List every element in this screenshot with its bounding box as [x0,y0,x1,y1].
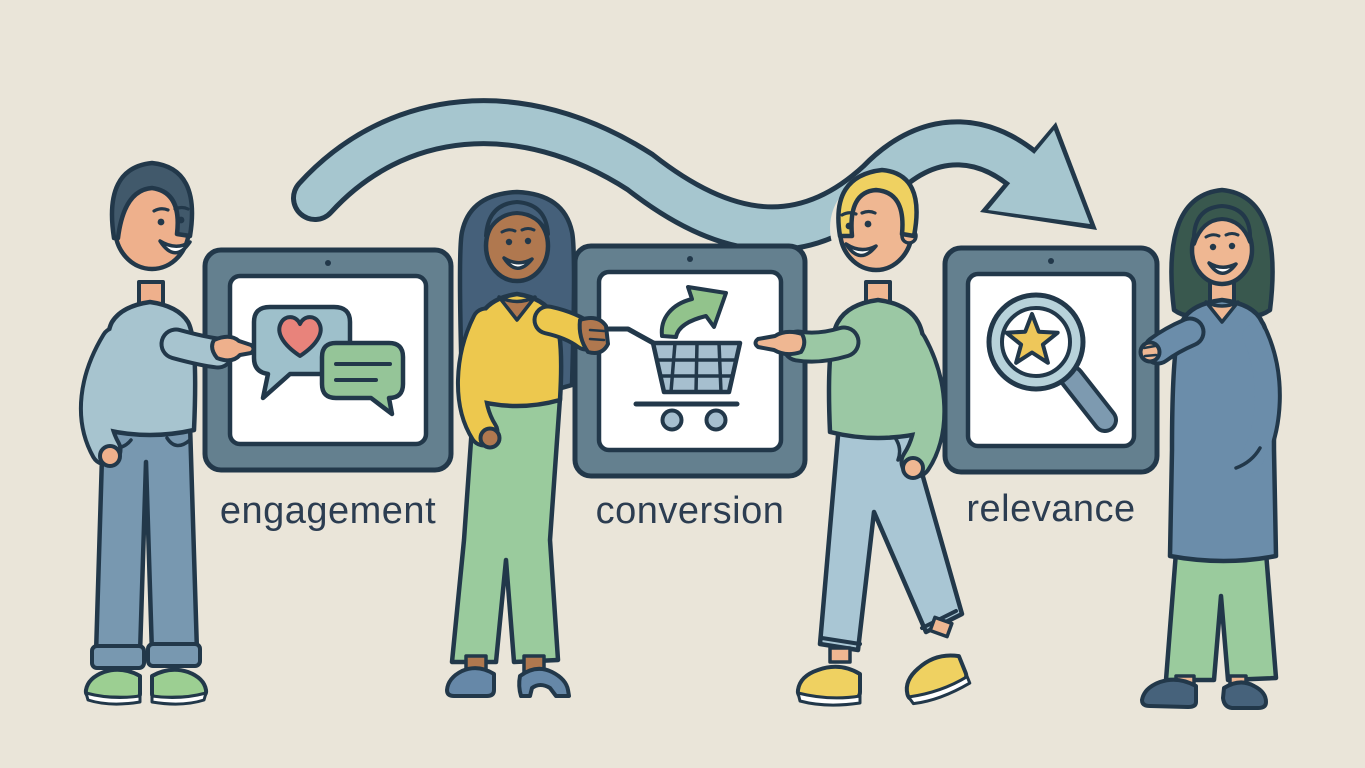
hand [98,444,122,468]
arm [83,329,129,463]
arrow-head [988,130,1090,224]
growth-arrow-icon [659,285,728,339]
hair-fringe [484,200,550,238]
hand [1138,340,1162,364]
vneck-skin [1204,300,1240,324]
cart-wheel [704,408,728,432]
shoe [445,666,496,698]
cart-handle [598,326,660,348]
finger-lines [1142,344,1158,358]
flow-arrow [291,98,1097,253]
stage-label-engagement: engagement [220,490,436,532]
stage-conversion: conversion [572,243,808,532]
stage-label-relevance: relevance [966,488,1135,530]
cart-grid [655,341,738,394]
brow [152,205,190,213]
brow [840,209,877,217]
magnifying-glass-with-star-icon [986,292,1118,433]
camera-dot [325,260,331,266]
figure-man-engagement [79,160,256,706]
stage-label-conversion: conversion [596,490,785,532]
figure-woman-conversion [445,189,610,698]
stage-engagement: engagement [202,247,454,532]
hair [109,160,195,241]
arm [899,331,943,475]
sole [796,691,862,707]
chat-bubbles-with-heart-icon [251,304,406,417]
camera-dot [1048,258,1054,264]
star-icon [1004,312,1060,365]
hand [901,456,925,480]
eye [505,238,513,246]
heel-shoe [517,666,571,698]
smile [158,239,192,255]
pointing-hand [753,329,807,357]
smile [844,242,878,258]
figure-woman-relevance [1138,187,1282,710]
eye [1209,243,1217,251]
finger-lines [588,328,606,342]
figure-man-conversion [753,167,972,707]
shoe [1140,677,1198,709]
cart-wheel [660,408,684,432]
ankle [828,646,852,664]
brow [1204,232,1240,239]
arrow-ribbon [296,103,1059,248]
hair-fringe [1191,204,1253,246]
eye [177,216,185,224]
shoe-angled [904,653,972,706]
eye [524,237,532,245]
shoe [1221,680,1268,710]
cuff [90,644,146,670]
pocket-line [1234,446,1262,470]
eye [864,220,872,228]
sole [84,691,142,706]
hair [836,167,919,239]
cuff [146,642,202,668]
grabbing-hand [577,316,610,355]
magnifier-handle [1063,369,1114,429]
stage-relevance: relevance [942,245,1160,530]
arm [1238,324,1278,474]
smile [502,256,534,270]
eye [1228,242,1236,250]
shopping-cart-with-growth-arrow-icon [598,285,743,432]
brow [500,227,536,234]
eye [157,218,165,226]
hand [478,426,502,450]
torso [102,299,198,438]
smile [1207,261,1238,275]
eye [845,222,853,230]
camera-dot [687,256,693,262]
vneck-skin [497,295,537,322]
pointing-hand [210,334,256,363]
arm [459,310,498,444]
heart-icon [277,315,323,358]
sole [907,675,972,706]
sole [150,691,208,706]
ankle [928,615,954,639]
